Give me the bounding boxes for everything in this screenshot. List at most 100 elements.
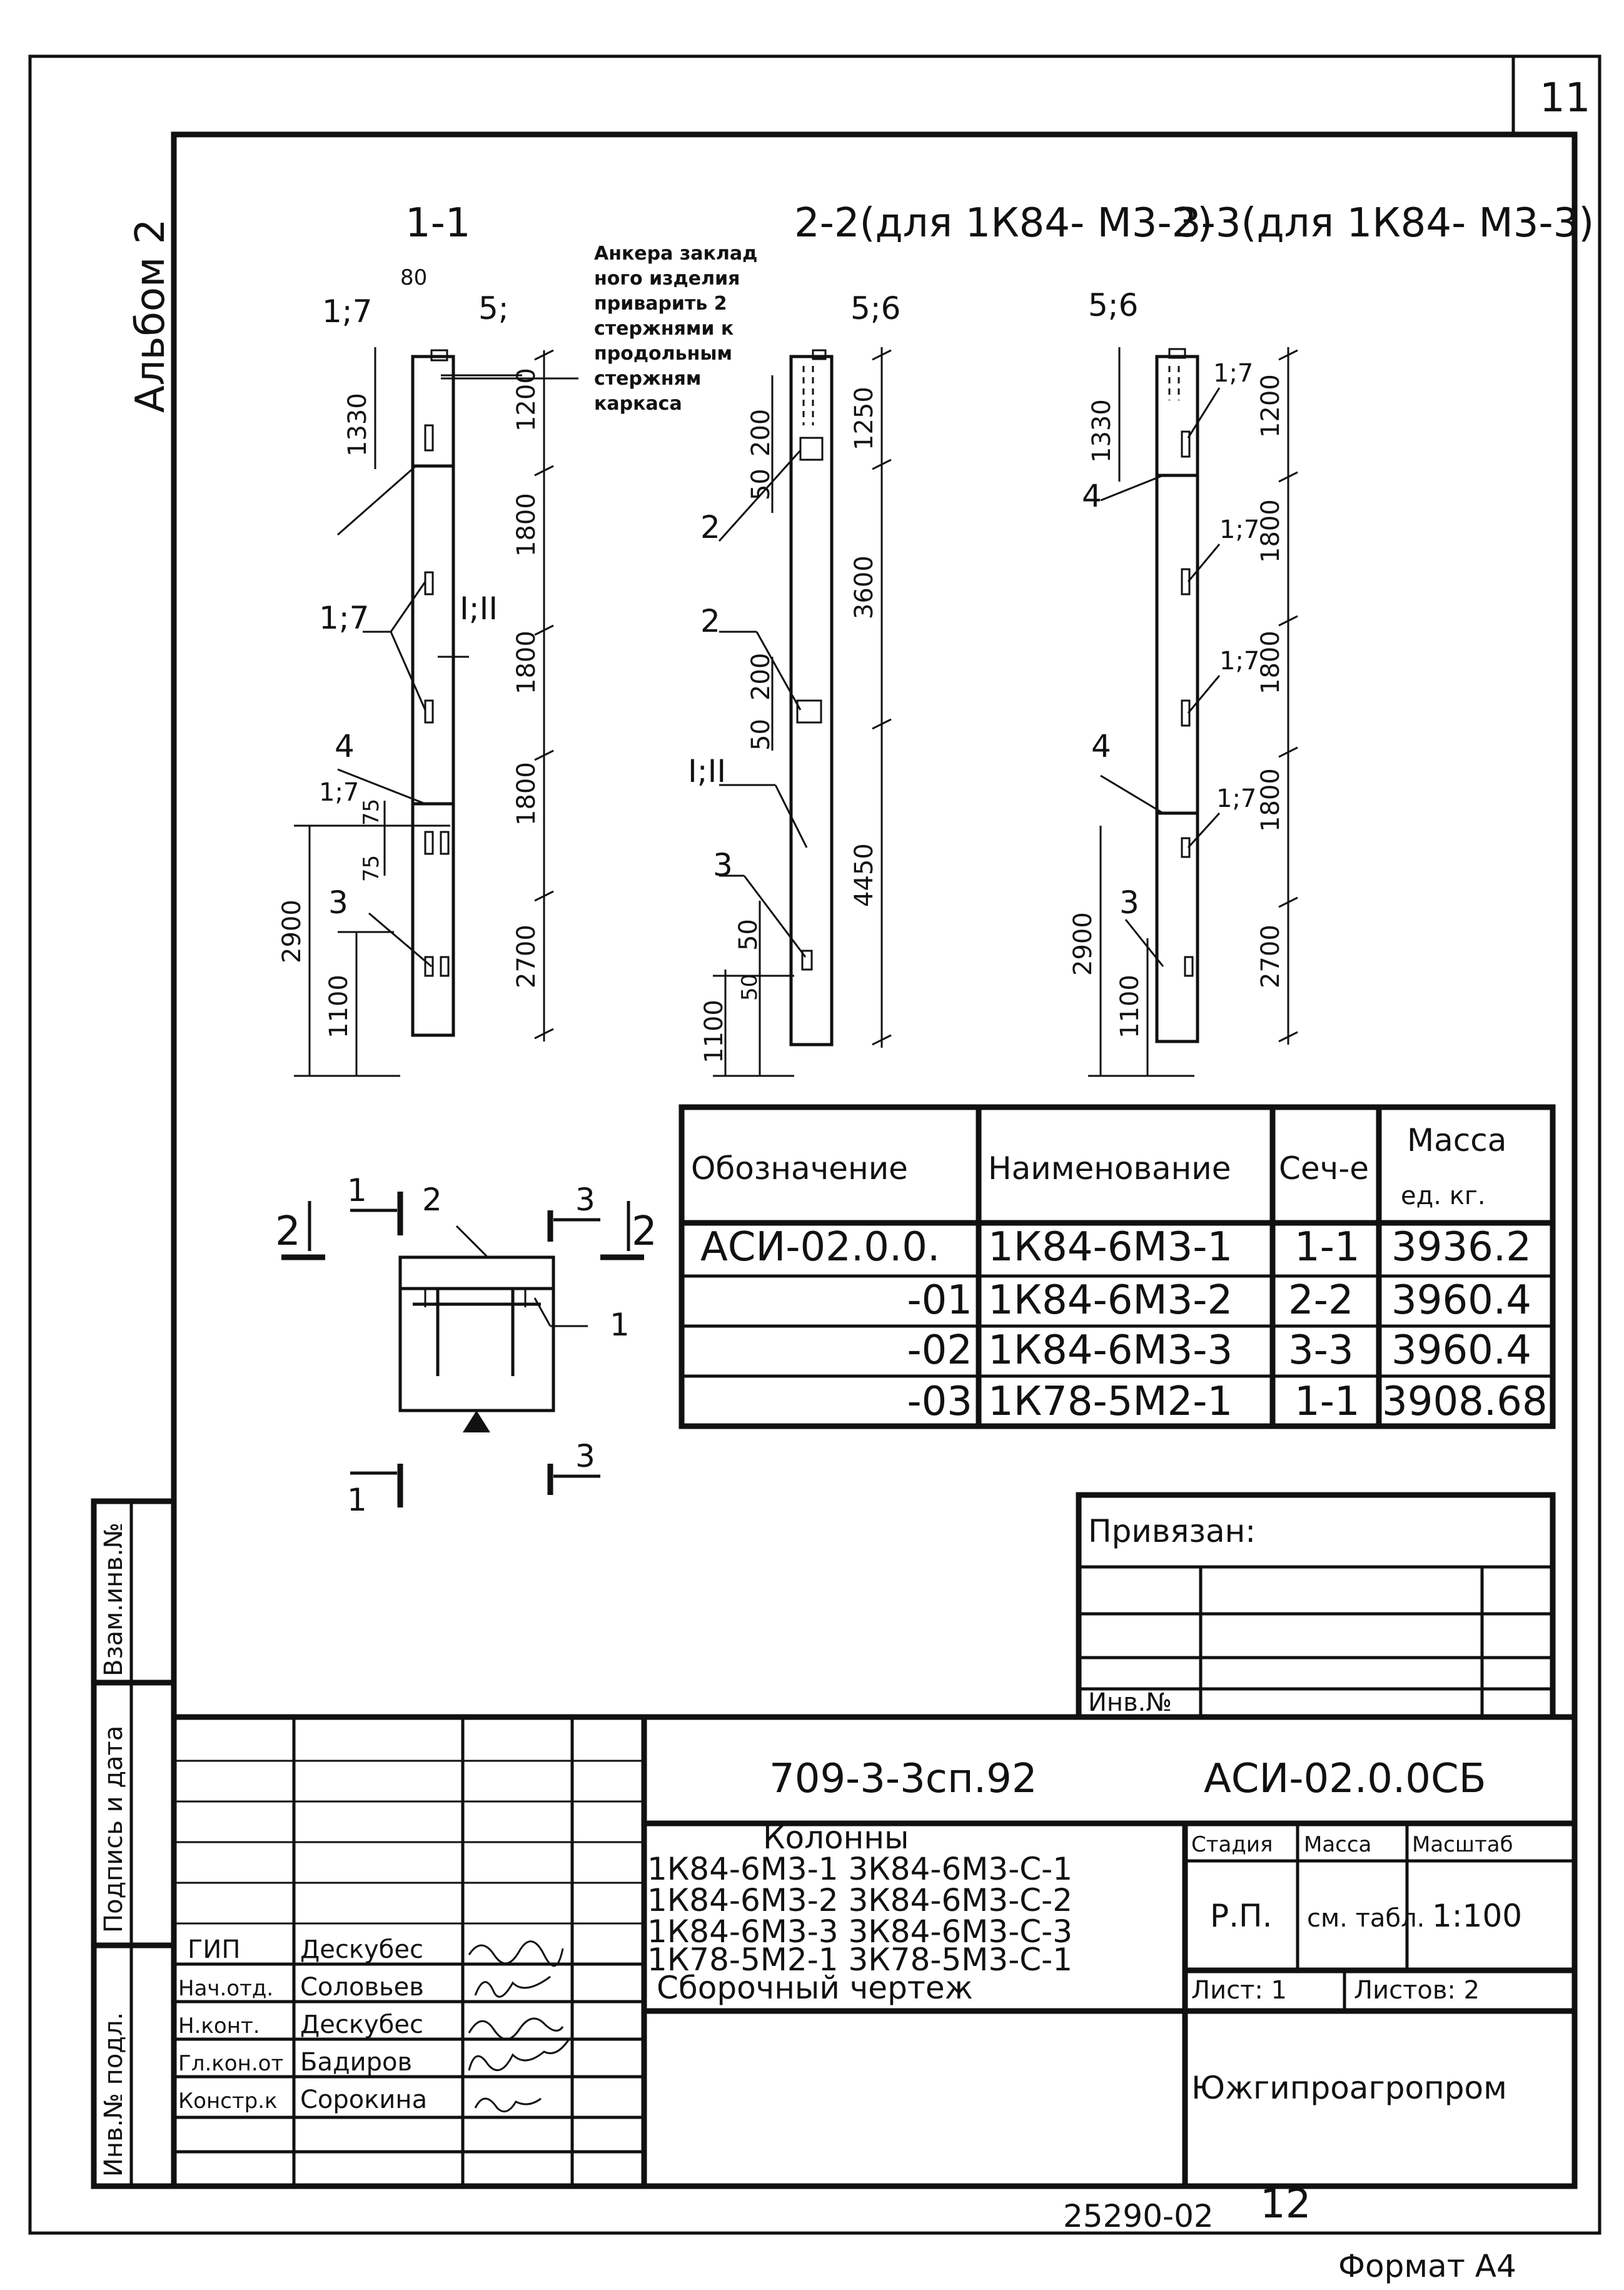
s3-dim-1200: 1200 [1256, 374, 1285, 438]
doc-code: 709-3-3сп.92 [769, 1756, 1037, 1802]
inner-frame [171, 131, 1578, 2189]
s3-dim-1330: 1330 [1087, 399, 1116, 463]
s1-dim-1800b: 1800 [512, 631, 541, 694]
s3-dim-1800a: 1800 [1256, 499, 1285, 563]
format-label: Формат А4 [1338, 2248, 1516, 2284]
note-line-4: стержнями к [594, 318, 734, 340]
plan-cut-1-bottom: 1 [347, 1482, 367, 1518]
spec-header-designation: Обозначение [691, 1150, 908, 1187]
title-line-4: 1К84-6М3-3 3К84-6М3-С-3 [647, 1913, 1072, 1950]
section-1-1-title: 1-1 [405, 200, 471, 246]
s3-top-label: 5;6 [1088, 287, 1138, 323]
album-label: Альбом 2 [128, 219, 174, 413]
scale-header: Масштаб [1412, 1832, 1513, 1857]
anchor-note: Анкера заклад ного изделия приварить 2 с… [594, 243, 757, 415]
s3-dim-2900: 2900 [1069, 912, 1097, 976]
side-replace-inv: Взам.инв.№ [99, 1522, 128, 1676]
outer-frame [28, 54, 1601, 2235]
organization: Южгипроагропром [1191, 2070, 1507, 2106]
spec-row-1-mass: 3960.4 [1391, 1277, 1531, 1324]
s1-top-label: 5; [478, 290, 509, 327]
s2-label-I-II: I;II [688, 753, 726, 789]
plan-cut-3-bottom: 3 [575, 1438, 595, 1474]
spec-row-3-name: 1К78-5М2-1 [988, 1379, 1233, 1425]
note-line-3: приварить 2 [594, 293, 727, 315]
note-line-1: Анкера заклад [594, 243, 757, 265]
title-line-3: 1К84-6М3-2 3К84-6М3-С-2 [647, 1882, 1072, 1918]
section-2-2-title: 2-2(для 1К84- М3-2) [794, 200, 1213, 246]
role-normcontrol: Н.конт. [178, 2014, 260, 2039]
name-normcontrol: Дескубес [300, 2010, 423, 2039]
role-designer: Констр.к [178, 2089, 278, 2114]
section-1-1: 1-1 5; [278, 200, 578, 1077]
spec-row-0-designation: АСИ-02.0.0. [700, 1224, 940, 1270]
title-line-5: 1К78-5М2-1 3К78-5М3-С-1 [647, 1942, 1072, 1978]
s3-label-1-7-d: 1;7 [1216, 784, 1256, 813]
s2-dim-200a: 200 [747, 409, 775, 457]
binding-title: Привязан: [1088, 1513, 1256, 1549]
s3-label-1-7-a: 1;7 [1213, 359, 1253, 388]
s2-dim-50b: 50 [747, 719, 775, 751]
s1-dim-1800a: 1800 [512, 493, 541, 557]
spec-header-name: Наименование [988, 1150, 1231, 1187]
title-line-6: Сборочный чертеж [657, 1970, 973, 2006]
role-head: Нач.отд. [178, 1976, 273, 2001]
s3-dim-2700: 2700 [1256, 925, 1285, 988]
name-chief-designer: Бадиров [300, 2048, 412, 2077]
spec-row-2-name: 1К84-6М3-3 [988, 1327, 1233, 1374]
s2-label-2-mid: 2 [700, 603, 720, 639]
plan-view: 1 1 2 2 3 3 1 2 [275, 1172, 657, 1518]
name-designer: Сорокина [300, 2085, 427, 2114]
binding-inv: Инв.№ [1088, 1688, 1172, 1717]
s1-label-1-7-mid: 1;7 [319, 600, 369, 636]
s3-dim-1800c: 1800 [1256, 768, 1285, 832]
spec-row-0-section: 1-1 [1294, 1224, 1360, 1270]
plan-cut-1-top: 1 [347, 1172, 367, 1208]
title-line-2: 1К84-6М3-1 3К84-6М3-С-1 [647, 1851, 1072, 1887]
footer-page: 12 [1260, 2181, 1311, 2227]
s1-label-1-7-low: 1;7 [319, 778, 359, 807]
s1-label-1-7-top: 1;7 [322, 293, 372, 330]
s1-dim-2700: 2700 [512, 925, 541, 988]
s1-dim-2900: 2900 [278, 899, 306, 963]
signature-5 [474, 2097, 542, 2113]
mass-header: Масса [1304, 1832, 1371, 1857]
s2-dim-1100: 1100 [700, 1000, 729, 1063]
plan-cut-2-right: 2 [632, 1208, 657, 1255]
sheet-number: 11 [1540, 75, 1590, 121]
plan-marker-triangle [463, 1411, 490, 1432]
scale-value: 1:100 [1432, 1898, 1522, 1934]
s1-label-4: 4 [335, 728, 355, 764]
stage-value: Р.П. [1210, 1898, 1273, 1934]
s1-dim-1800c: 1800 [512, 762, 541, 826]
spec-row-0-name: 1К84-6М3-1 [988, 1224, 1233, 1270]
binding-table: Привязан: Инв.№ [1076, 1492, 1556, 1720]
s2-dim-1250: 1250 [850, 387, 879, 450]
spec-table: Обозначение Наименование Сеч-е Масса ед.… [678, 1104, 1556, 1429]
s3-label-1-7-b: 1;7 [1219, 515, 1259, 544]
sheet-value: Лист: 1 [1191, 1976, 1287, 2005]
spec-row-0-mass: 3936.2 [1391, 1224, 1531, 1270]
spec-header-mass: Масса [1407, 1122, 1506, 1158]
spec-row-1-designation: -01 [907, 1277, 972, 1324]
spec-row-2-mass: 3960.4 [1391, 1327, 1531, 1374]
note-line-5: продольным [594, 343, 732, 365]
s3-label-1-7-c: 1;7 [1219, 647, 1259, 676]
spec-row-1-name: 1К84-6М3-2 [988, 1277, 1233, 1324]
plan-cut-2-left: 2 [275, 1208, 301, 1255]
title-block: 709-3-3сп.92 АСИ-02.0.0СБ Колонны 1К84-6… [174, 1714, 1575, 2186]
footer-code: 25290-02 [1063, 2198, 1214, 2234]
side-signature-date: Подпись и дата [99, 1726, 128, 1933]
spec-row-1-section: 2-2 [1288, 1277, 1354, 1324]
signature-2 [474, 1975, 551, 1998]
s2-dim-3600: 3600 [850, 555, 879, 619]
s3-label-4-top: 4 [1082, 478, 1102, 514]
signature-4 [468, 2039, 570, 2071]
s1-dim-1100: 1100 [325, 975, 353, 1038]
spec-row-2-section: 3-3 [1288, 1327, 1354, 1374]
s3-dim-1800b: 1800 [1256, 631, 1285, 694]
s2-dim-50d: 50 [737, 974, 762, 1001]
s1-label-3: 3 [328, 884, 348, 921]
s2-label-2-top: 2 [700, 509, 720, 545]
